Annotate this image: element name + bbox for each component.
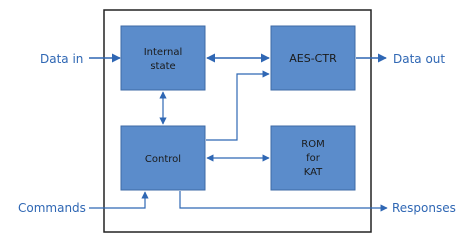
internal-state-label-line1: Internal: [144, 47, 183, 58]
rom-kat-label-line2: for: [306, 153, 321, 164]
data-out-label: Data out: [393, 52, 445, 66]
responses-arrow: [179, 191, 388, 212]
control-label: Control: [145, 154, 181, 165]
data-in-label: Data in: [40, 52, 83, 66]
aes-ctr-label: AES-CTR: [289, 52, 337, 65]
internal-state-block: Internal state: [120, 25, 206, 91]
rom-kat-label-line1: ROM: [301, 139, 324, 150]
control-block: Control: [120, 125, 206, 191]
control-to-aes-arrow: [206, 70, 270, 141]
aes-ctr-block: AES-CTR: [270, 25, 356, 91]
internal-state-label-line2: state: [150, 61, 175, 72]
responses-label: Responses: [392, 201, 456, 215]
rom-kat-label-line3: KAT: [304, 167, 323, 178]
commands-label: Commands: [18, 201, 86, 215]
commands-arrow: [89, 191, 149, 209]
rom-kat-block: ROM for KAT: [270, 125, 356, 191]
